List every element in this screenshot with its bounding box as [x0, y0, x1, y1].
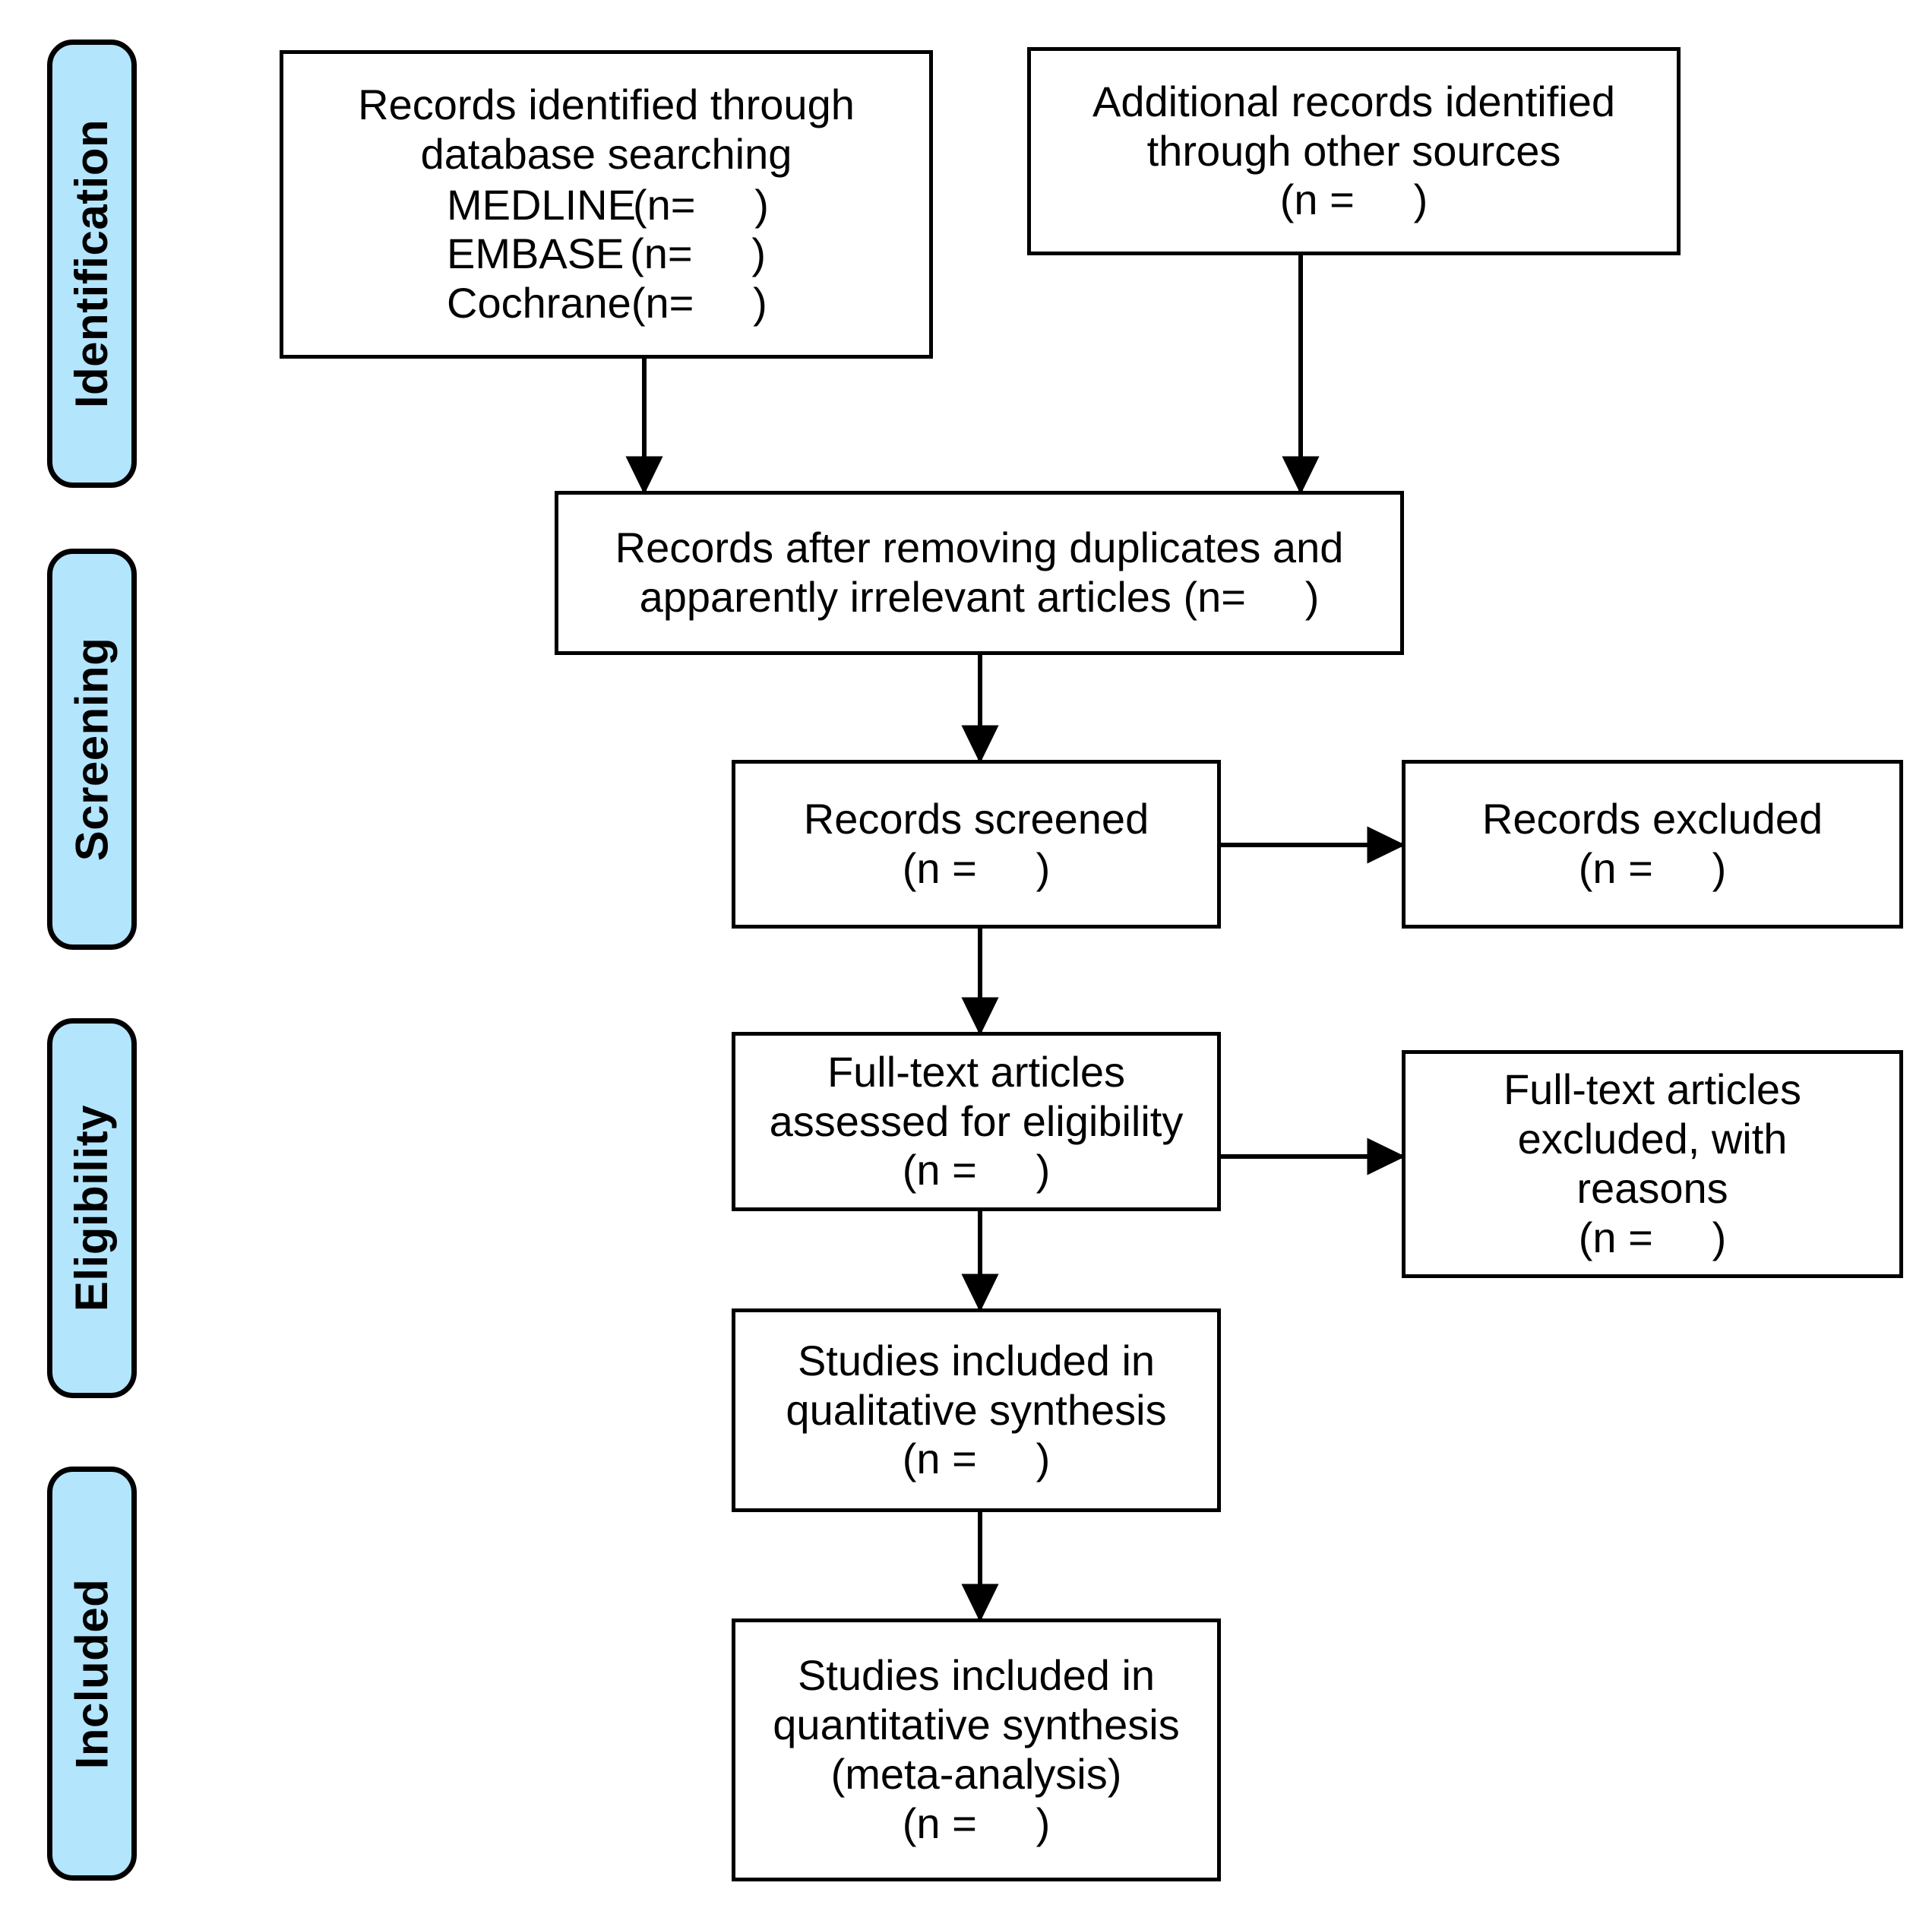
- box-records-excluded-count: (n = ): [1578, 844, 1727, 892]
- box-quantitative-synthesis-line2: quantitative synthesis: [773, 1701, 1180, 1749]
- box-fulltext-assessed-line1: Full-text articles: [827, 1047, 1126, 1096]
- box-qualitative-synthesis[interactable]: Studies included in qualitative synthesi…: [732, 1308, 1221, 1512]
- box-fulltext-excluded-line3: reasons: [1576, 1164, 1728, 1212]
- box-records-excluded-line1: Records excluded: [1481, 795, 1823, 843]
- database-source-row: MEDLINE (n= ): [447, 180, 769, 230]
- box-quantitative-synthesis-line1: Studies included in: [797, 1651, 1156, 1700]
- phase-tab-eligibility[interactable]: Eligibility: [47, 1018, 137, 1398]
- box-quantitative-synthesis-line3: (meta-analysis): [830, 1750, 1122, 1798]
- box-records-identified-database[interactable]: Records identified through database sear…: [280, 50, 933, 359]
- database-source-count: (n= ): [633, 180, 769, 229]
- phase-tab-identification[interactable]: Identification: [47, 40, 137, 488]
- box-records-excluded[interactable]: Records excluded (n = ): [1402, 760, 1903, 929]
- box-records-screened[interactable]: Records screened (n = ): [732, 760, 1221, 929]
- phase-tab-included[interactable]: Included: [47, 1467, 137, 1881]
- box-records-after-duplicates-line1: Records after removing duplicates and: [615, 524, 1344, 572]
- box-fulltext-excluded-count: (n = ): [1578, 1213, 1727, 1261]
- database-source-row: Cochrane (n= ): [447, 279, 767, 328]
- box-records-after-duplicates[interactable]: Records after removing duplicates and ap…: [555, 491, 1404, 655]
- box-fulltext-assessed-line2: assessed for eligibility: [769, 1096, 1184, 1145]
- phase-tab-identification-label: Identification: [66, 119, 117, 409]
- database-source-name: EMBASE: [447, 229, 625, 278]
- box-records-identified-database-line2: database searching: [420, 129, 792, 178]
- box-additional-records-line1: Additional records identified: [1092, 77, 1615, 125]
- phase-tab-screening[interactable]: Screening: [47, 549, 137, 950]
- box-records-screened-count: (n = ): [902, 844, 1051, 892]
- box-records-identified-database-line1: Records identified through: [358, 80, 855, 128]
- box-fulltext-excluded-line1: Full-text articles: [1503, 1065, 1802, 1114]
- database-source-name: MEDLINE: [447, 180, 636, 229]
- database-source-count: (n= ): [631, 279, 767, 327]
- database-source-name: Cochrane: [447, 279, 631, 327]
- database-source-count: (n= ): [630, 229, 766, 278]
- phase-tab-included-label: Included: [66, 1578, 117, 1769]
- phase-tab-eligibility-label: Eligibility: [66, 1104, 118, 1312]
- box-qualitative-synthesis-line2: qualitative synthesis: [786, 1385, 1167, 1434]
- box-fulltext-assessed[interactable]: Full-text articles assessed for eligibil…: [732, 1032, 1221, 1211]
- phase-tab-screening-label: Screening: [66, 637, 118, 862]
- box-fulltext-assessed-count: (n = ): [902, 1146, 1051, 1194]
- box-qualitative-synthesis-line1: Studies included in: [797, 1336, 1156, 1384]
- box-quantitative-synthesis[interactable]: Studies included in quantitative synthes…: [732, 1618, 1221, 1881]
- box-records-after-duplicates-line2: apparently irrelevant articles (n= ): [639, 573, 1320, 621]
- box-additional-records-line2: through other sources: [1146, 126, 1561, 175]
- box-fulltext-excluded-line2: excluded, with: [1517, 1115, 1788, 1163]
- box-fulltext-excluded[interactable]: Full-text articles excluded, with reason…: [1402, 1050, 1903, 1278]
- database-source-row: EMBASE (n= ): [447, 229, 766, 279]
- box-records-screened-line1: Records screened: [803, 795, 1149, 843]
- database-source-list: MEDLINE (n= ) EMBASE (n= ) Cochrane (n= …: [447, 180, 769, 329]
- box-qualitative-synthesis-count: (n = ): [902, 1435, 1051, 1483]
- box-additional-records-other-sources[interactable]: Additional records identified through ot…: [1027, 47, 1681, 255]
- box-additional-records-count: (n = ): [1279, 176, 1428, 224]
- box-quantitative-synthesis-count: (n = ): [902, 1799, 1051, 1847]
